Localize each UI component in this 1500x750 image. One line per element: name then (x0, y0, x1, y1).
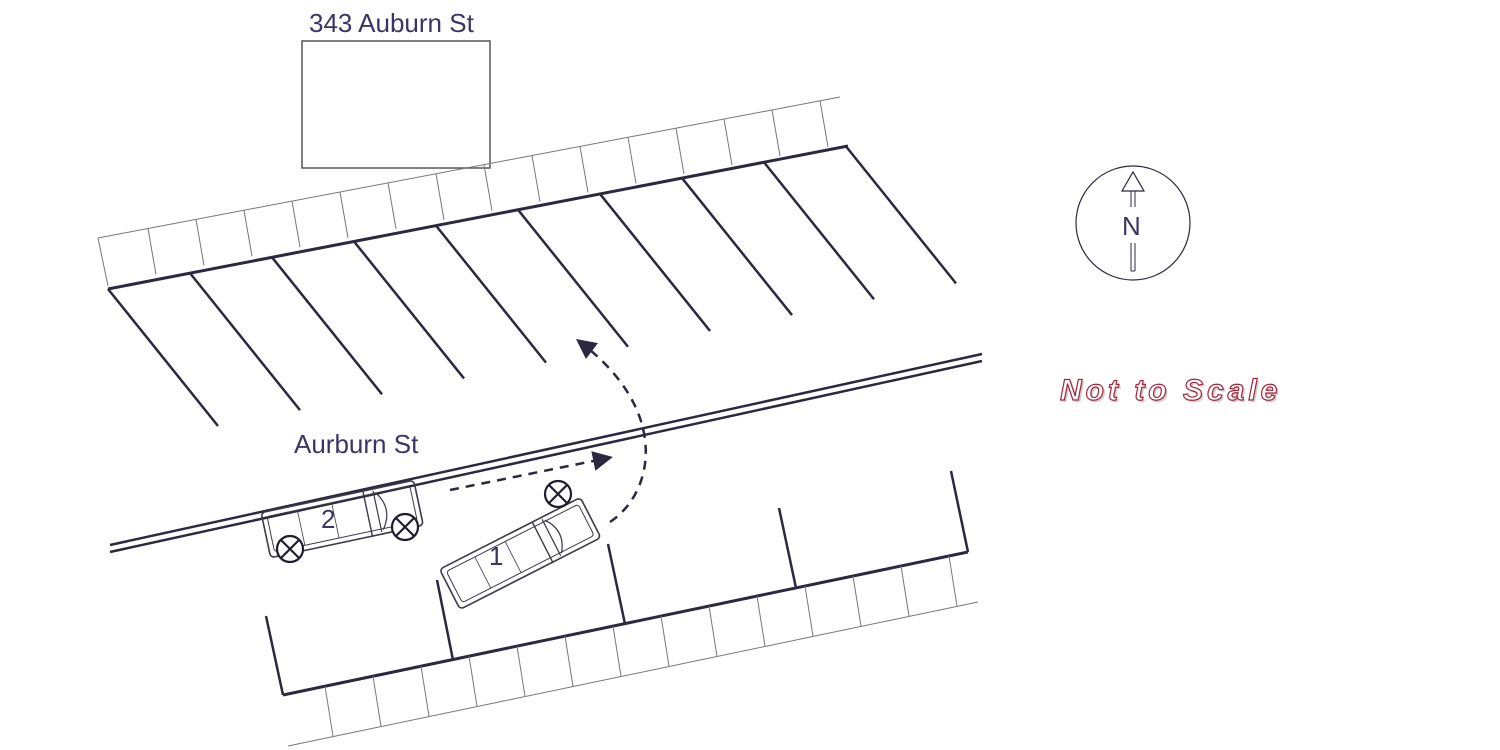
upper-sidewalk (97, 96, 841, 287)
road-center-line (109, 352, 983, 554)
vehicle-2-label: 2 (321, 504, 336, 534)
lower-sidewalk (287, 555, 979, 747)
vehicle-1 (440, 498, 601, 609)
not-to-scale-note: Not to Scale (1059, 373, 1282, 407)
north-label: N (1122, 211, 1141, 241)
upper-curb (107, 144, 849, 291)
building-outline (301, 40, 491, 169)
upper-parking-stripes (107, 145, 957, 427)
impact-point-icon (275, 479, 573, 564)
north-arrow-icon (1075, 165, 1191, 281)
vehicle-1-label: 1 (489, 541, 504, 571)
lower-parking-stalls (264, 470, 970, 696)
building-address-label: 343 Auburn St (309, 8, 474, 38)
vehicle-1-path-arrow-icon (576, 338, 647, 524)
street-name-label: Aurburn St (294, 429, 419, 459)
vehicle-2-path-arrow-icon (449, 451, 613, 492)
vehicle-2 (261, 480, 424, 558)
